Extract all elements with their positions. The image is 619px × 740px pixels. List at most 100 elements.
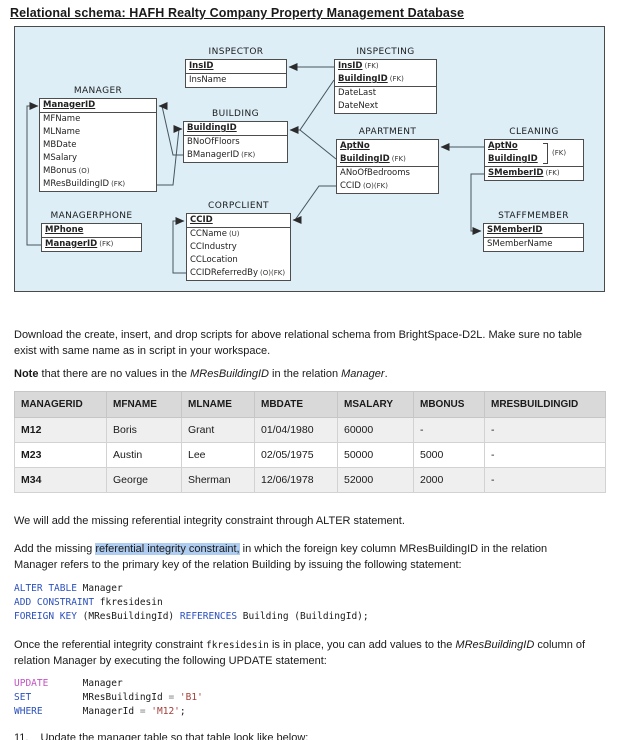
entity-field: SMemberID(FK) xyxy=(488,168,560,178)
code-line: ADD CONSTRAINT fkresidesin xyxy=(14,597,163,608)
entity-inspector: INSPECTOR InsID InsName xyxy=(185,47,287,88)
pk-divider xyxy=(186,73,286,74)
entity-title: BUILDING xyxy=(212,109,259,119)
table-cell: - xyxy=(484,466,606,493)
entity-manager: MANAGER ManagerID MFName MLName MBDate M… xyxy=(39,86,157,192)
fk-bracket-label: (FK) xyxy=(552,149,567,157)
entity-field: MPhone xyxy=(45,225,84,235)
entity-field: DateNext xyxy=(338,101,379,111)
entity-title: INSPECTING xyxy=(356,47,415,57)
entity-field: BuildingID xyxy=(488,154,538,164)
table-cell: 5000 xyxy=(413,441,485,468)
rel-corpclient-self xyxy=(172,217,186,274)
page-title: Relational schema: HAFH Realty Company P… xyxy=(10,6,465,20)
entity-field: ManagerID xyxy=(43,100,96,110)
entity-title: MANAGERPHONE xyxy=(50,211,133,221)
code-line: UPDATE Manager xyxy=(14,678,123,689)
table-cell: M34 xyxy=(14,466,107,493)
entity-field: CCID(O)(FK) xyxy=(340,181,388,191)
table-row: M12 Boris Grant 01/04/1980 60000 - - xyxy=(14,416,606,443)
entity-title: CORPCLIENT xyxy=(208,201,269,211)
code-line: SET MResBuildingId = 'B1' xyxy=(14,692,203,703)
entity-field: ManagerID(FK) xyxy=(45,239,114,249)
column-header: MBDATE xyxy=(254,390,338,418)
table-cell: Austin xyxy=(106,441,182,468)
entity-field: BNoOfFloors xyxy=(187,137,240,147)
pk-divider xyxy=(484,237,583,238)
entity-field: InsID(FK) xyxy=(338,61,379,71)
entity-field: ANoOfBedrooms xyxy=(340,168,410,178)
entity-corpclient: CORPCLIENT CCID CCName(U) CCIndustry CCL… xyxy=(186,201,291,281)
table-cell: 2000 xyxy=(413,466,485,493)
column-header: MSALARY xyxy=(337,390,414,418)
entity-apartment: APARTMENT AptNo BuildingID(FK) ANoOfBedr… xyxy=(336,127,439,194)
table-cell: - xyxy=(484,416,606,443)
entity-field: MResBuildingID(FK) xyxy=(43,179,126,189)
highlighted-text: referential integrity constraint, xyxy=(95,543,240,555)
entity-field: CCID xyxy=(190,215,213,225)
table-cell: 12/06/1978 xyxy=(254,466,338,493)
table-header-row: MANAGERID MFNAME MLNAME MBDATE MSALARY M… xyxy=(14,390,606,418)
rel-building-manager xyxy=(158,102,183,156)
pk-divider xyxy=(337,166,438,167)
entity-field: InsID xyxy=(189,61,214,71)
table-row: M23 Austin Lee 02/05/1975 50000 5000 - xyxy=(14,441,606,468)
table-row: M34 George Sherman 12/06/1978 52000 2000… xyxy=(14,466,606,493)
download-paragraph: Download the create, insert, and drop sc… xyxy=(14,329,583,357)
pk-divider xyxy=(187,227,290,228)
rel-apartment-building xyxy=(299,129,337,160)
rel-managerphone-manager xyxy=(26,102,41,246)
entity-field: CCName(U) xyxy=(190,229,240,239)
column-header: MLNAME xyxy=(181,390,255,418)
entity-inspecting: INSPECTING InsID(FK) BuildingID(FK) Date… xyxy=(334,47,437,114)
rel-cleaning-staffmember xyxy=(470,173,484,235)
constraint-paragraph: Add the missing referential integrity co… xyxy=(14,543,548,571)
rel-apartment-corpclient xyxy=(292,185,336,224)
update-intro-paragraph: Once the referential integrity constrain… xyxy=(14,639,586,667)
entity-building: BUILDING BuildingID BNoOfFloors BManager… xyxy=(183,109,288,163)
note-paragraph: Note that there are no values in the MRe… xyxy=(14,368,388,380)
entity-managerphone: MANAGERPHONE MPhone ManagerID(FK) xyxy=(41,211,142,252)
entity-cleaning: CLEANING AptNo BuildingID (FK) SMemberID… xyxy=(484,127,584,181)
pk-divider xyxy=(42,237,141,238)
entity-field: MBonus(O) xyxy=(43,166,90,176)
column-header: MANAGERID xyxy=(14,390,107,418)
table-cell: 01/04/1980 xyxy=(254,416,338,443)
code-line: FOREIGN KEY (MResBuildingId) REFERENCES … xyxy=(14,611,369,622)
entity-field: InsName xyxy=(189,75,227,85)
table-cell: - xyxy=(413,416,485,443)
inline-code: fkresidesin xyxy=(205,640,269,651)
table-cell: 52000 xyxy=(337,466,414,493)
entity-field: SMemberID xyxy=(487,225,543,235)
table-cell: George xyxy=(106,466,182,493)
table-cell: M12 xyxy=(14,416,107,443)
schema-diagram: INSPECTOR InsID InsName INSPECTING InsID… xyxy=(14,26,605,292)
table-cell: Grant xyxy=(181,416,255,443)
entity-title: CLEANING xyxy=(509,127,559,137)
entity-field: BManagerID(FK) xyxy=(187,150,256,160)
entity-field: BuildingID(FK) xyxy=(340,154,406,164)
entity-title: INSPECTOR xyxy=(208,47,264,57)
column-header: MRESBUILDINGID xyxy=(484,390,606,418)
entity-field: AptNo xyxy=(340,141,370,151)
manager-table: MANAGERID MFNAME MLNAME MBDATE MSALARY M… xyxy=(14,390,606,493)
entity-field: DateLast xyxy=(338,88,377,98)
entity-field: MSalary xyxy=(43,153,78,163)
rel-inspecting-building xyxy=(289,79,335,134)
table-cell: M23 xyxy=(14,441,107,468)
fk-bracket xyxy=(543,143,548,164)
entity-field: CCIDReferredBy(O)(FK) xyxy=(190,268,286,278)
entity-staffmember: STAFFMEMBER SMemberID SMemberName xyxy=(483,211,584,252)
entity-field: BuildingID xyxy=(187,123,237,133)
rel-manager-building xyxy=(157,125,183,186)
pk-divider xyxy=(335,86,436,87)
entity-title: APARTMENT xyxy=(358,127,417,137)
table-cell: Lee xyxy=(181,441,255,468)
item-text: Update the manager table so that table l… xyxy=(40,732,309,740)
entity-title: MANAGER xyxy=(73,86,123,96)
pk-divider xyxy=(184,135,287,136)
alter-intro-paragraph: We will add the missing referential inte… xyxy=(14,514,405,527)
pk-divider xyxy=(485,166,583,167)
